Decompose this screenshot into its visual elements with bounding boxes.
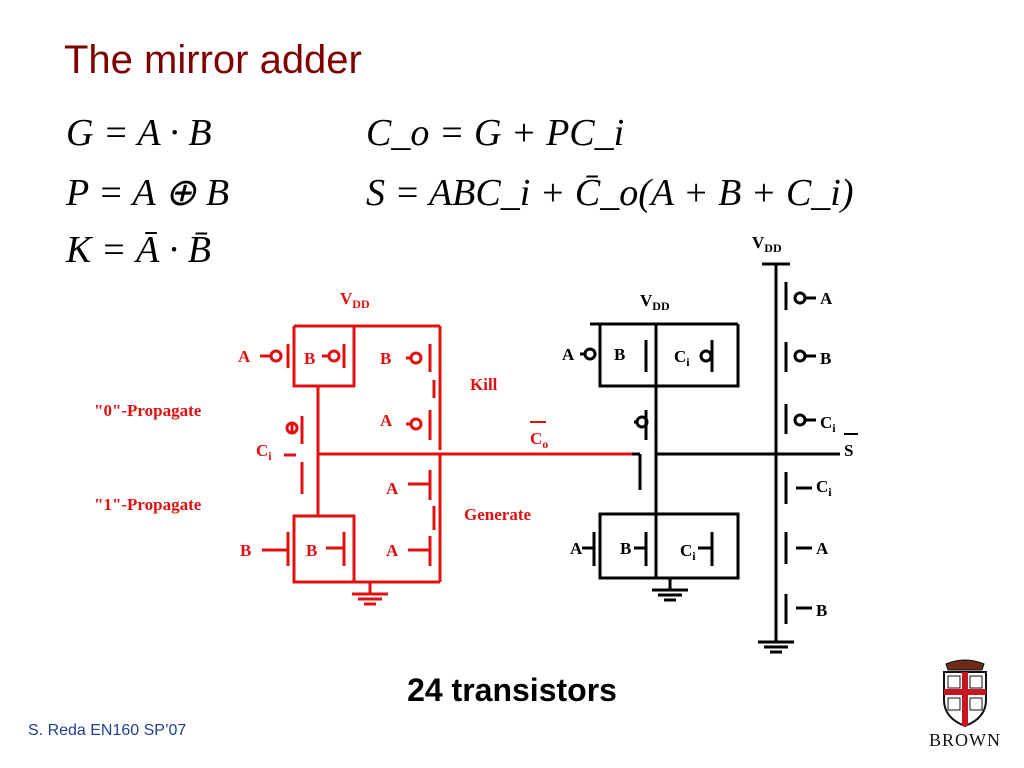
generate-label: Generate — [464, 505, 531, 524]
slide-title: The mirror adder — [64, 38, 362, 82]
carry-gate-label: A — [386, 479, 399, 498]
sum-output-label: S — [844, 441, 853, 460]
sum-a-gate-label: A — [570, 539, 583, 558]
carry-stage — [260, 324, 640, 606]
carry-gate-label: B — [304, 349, 315, 368]
carry-gate-label: A — [380, 411, 393, 430]
sum-stage-b — [758, 262, 840, 654]
mirror-adder-circuit: VDD A B B A A B B A Ci Kill Generate "0"… — [94, 233, 858, 654]
carry-vdd-label: VDD — [340, 289, 370, 311]
carry-ci-label: Ci — [256, 441, 272, 463]
sum-a-ci-label: Ci — [674, 347, 690, 369]
sum-b-ci-label: Ci — [816, 477, 832, 499]
equation-k: K = Ā · B̄ — [65, 229, 211, 271]
transistor-count: 24 transistors — [407, 672, 617, 708]
carry-gate-label: A — [386, 541, 399, 560]
carry-gate-label: B — [306, 541, 317, 560]
sum-a-vdd-label: VDD — [640, 291, 670, 313]
sum-b-gate-label: B — [820, 349, 831, 368]
equation-s: S = ABC_i + C̄_o(A + B + C_i) — [366, 172, 854, 214]
sum-stage-a — [580, 322, 780, 602]
carry-gate-label: A — [238, 347, 251, 366]
sum-a-gate-label: B — [620, 539, 631, 558]
sum-b-gate-label: A — [816, 539, 829, 558]
equation-g: G = A · B — [66, 112, 212, 154]
brown-shield-icon — [943, 659, 987, 728]
propagate-1-label: "1"-Propagate — [94, 495, 202, 514]
sum-b-gate-label: A — [820, 289, 833, 308]
sum-b-vdd-label: VDD — [752, 233, 782, 255]
sum-a-ci-label: Ci — [680, 541, 696, 563]
carry-gate-label: B — [380, 349, 391, 368]
brown-wordmark: BROWN — [929, 730, 1001, 750]
footer-text: S. Reda EN160 SP’07 — [28, 722, 187, 739]
co-label: Co — [530, 429, 548, 451]
sum-a-gate-label: A — [562, 345, 575, 364]
brown-logo: BROWN — [920, 656, 1010, 752]
propagate-0-label: "0"-Propagate — [94, 401, 202, 420]
sum-b-gate-label: B — [816, 601, 827, 620]
sum-b-ci-label: Ci — [820, 413, 836, 435]
equation-p: P = A ⊕ B — [65, 172, 229, 214]
carry-gate-label: B — [240, 541, 251, 560]
equations: G = A · B P = A ⊕ B K = Ā · B̄ C_o = G +… — [65, 112, 854, 271]
kill-label: Kill — [470, 375, 498, 394]
sum-a-gate-label: B — [614, 345, 625, 364]
equation-co: C_o = G + PC_i — [366, 112, 624, 154]
